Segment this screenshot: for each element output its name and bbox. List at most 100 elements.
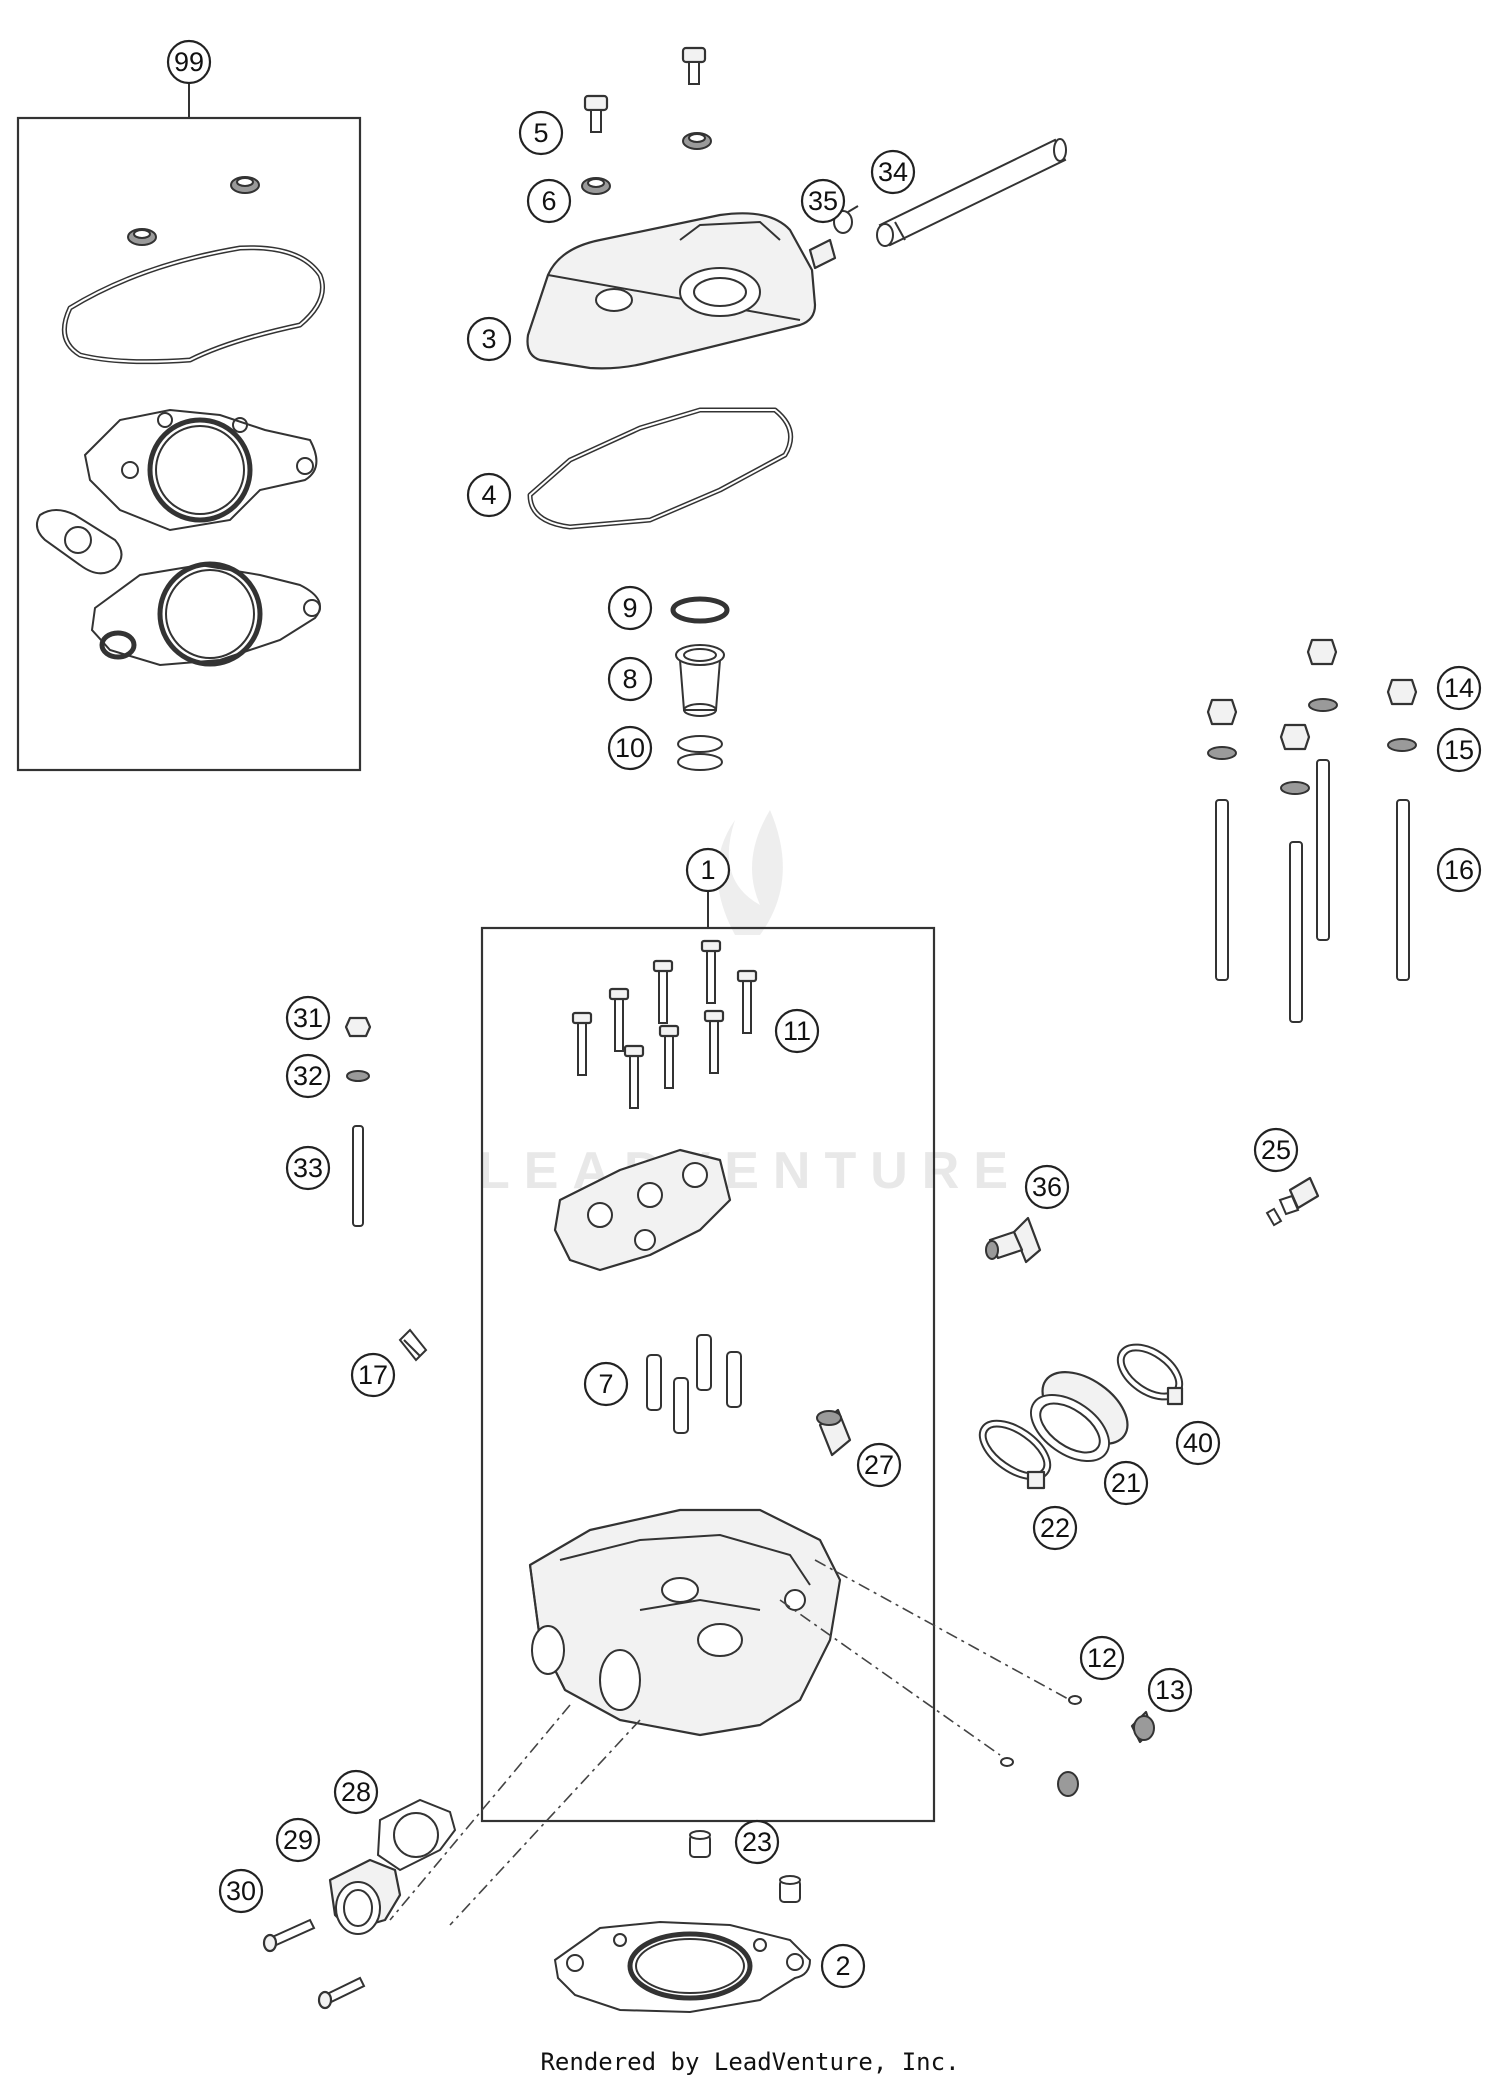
cylinder-head: [528, 1508, 842, 1737]
svg-text:1: 1: [700, 855, 715, 885]
callout-27: 27: [856, 1442, 902, 1488]
svg-text:32: 32: [293, 1061, 323, 1091]
spark-plug-o-rings: [677, 735, 723, 771]
svg-text:35: 35: [808, 186, 838, 216]
callout-14: 14: [1436, 665, 1482, 711]
stud-nut: [344, 1016, 372, 1038]
svg-text:28: 28: [341, 1777, 371, 1807]
callout-16: 16: [1436, 847, 1482, 893]
svg-text:9: 9: [622, 593, 637, 623]
spark-plug-seal: [670, 596, 730, 624]
svg-text:34: 34: [878, 157, 908, 187]
svg-text:3: 3: [481, 324, 496, 354]
svg-text:13: 13: [1155, 1675, 1185, 1705]
exhaust-flange-gasket: [376, 1798, 457, 1872]
exhaust-bolts: [262, 1918, 366, 2010]
head-studs: [1215, 759, 1410, 1023]
exhaust-stud: [352, 1125, 364, 1227]
svg-text:22: 22: [1040, 1513, 1070, 1543]
callout-8: 8: [607, 656, 653, 702]
svg-text:2: 2: [835, 1951, 850, 1981]
callout-21: 21: [1103, 1460, 1149, 1506]
callout-35: 35: [800, 178, 846, 224]
svg-text:11: 11: [783, 1016, 811, 1046]
intake-flange: [1029, 1371, 1129, 1463]
screw-plugs: [1000, 1695, 1155, 1797]
svg-text:40: 40: [1183, 1428, 1213, 1458]
cylinder-head-box: [480, 926, 936, 1823]
sensor-sleeve: [816, 1408, 852, 1457]
svg-text:99: 99: [174, 47, 204, 77]
svg-text:33: 33: [293, 1153, 323, 1183]
callout-10: 10: [607, 725, 653, 771]
spark-plug-shaft: [675, 644, 725, 717]
svg-text:6: 6: [541, 186, 556, 216]
callout-33: 33: [285, 1145, 331, 1191]
callout-9: 9: [607, 585, 653, 631]
svg-text:8: 8: [622, 664, 637, 694]
watermark-logo: LEADVENTURE: [478, 810, 1022, 1200]
svg-text:29: 29: [283, 1825, 313, 1855]
svg-text:30: 30: [226, 1876, 256, 1906]
callout-34: 34: [870, 149, 916, 195]
callout-12: 12: [1079, 1635, 1125, 1681]
callout-22: 22: [1032, 1505, 1078, 1551]
callout-4: 4: [466, 472, 512, 518]
callout-30: 30: [218, 1868, 264, 1914]
callout-36: 36: [1024, 1164, 1070, 1210]
svg-text:4: 4: [481, 480, 496, 510]
valve-cover: [526, 212, 837, 370]
svg-text:16: 16: [1444, 855, 1474, 885]
callout-99: 99: [166, 39, 212, 85]
breather-hose-clamp: [833, 205, 859, 234]
head-washers: [1207, 698, 1417, 795]
callout-1: 1: [685, 847, 731, 893]
callout-5: 5: [518, 110, 564, 156]
callout-17: 17: [350, 1352, 396, 1398]
dowel-pins: [689, 1830, 801, 1903]
svg-text:7: 7: [598, 1369, 613, 1399]
bleed-screw: [398, 1328, 428, 1362]
svg-text:12: 12: [1087, 1643, 1117, 1673]
svg-text:21: 21: [1111, 1468, 1141, 1498]
coolant-sensor: [1265, 1176, 1320, 1227]
callout-23: 23: [734, 1819, 780, 1865]
intake-clamp-40: [1116, 1343, 1184, 1406]
cover-bolt-seals: [581, 132, 712, 195]
callout-3: 3: [466, 316, 512, 362]
watermark-text: LEADVENTURE: [478, 1142, 1022, 1200]
svg-text:10: 10: [615, 733, 645, 763]
cylinder-head-gasket: [553, 1920, 812, 2014]
callout-40: 40: [1175, 1420, 1221, 1466]
callout-29: 29: [275, 1817, 321, 1863]
svg-text:14: 14: [1444, 673, 1474, 703]
footer-credit: Rendered by LeadVenture, Inc.: [540, 2048, 960, 2076]
camshaft-bearing-bridge: [553, 1148, 732, 1272]
valve-guides: [646, 1334, 742, 1434]
head-nuts: [1206, 638, 1418, 751]
valve-cover-gasket: [527, 407, 794, 530]
callout-15: 15: [1436, 727, 1482, 773]
svg-text:36: 36: [1032, 1172, 1062, 1202]
callout-31: 31: [285, 995, 331, 1041]
temperature-sensor: [985, 1216, 1042, 1264]
exhaust-flange: [328, 1858, 402, 1935]
kit-exhaust-gasket: [35, 509, 123, 575]
kit-base-gasket: [90, 561, 321, 667]
cover-bolts: [583, 46, 707, 133]
callout-25: 25: [1253, 1127, 1299, 1173]
intake-clamp-22: [978, 1419, 1052, 1490]
exhaust-dashed-lines: [389, 1704, 641, 1926]
kit-valve-seals: [127, 176, 260, 246]
svg-text:25: 25: [1261, 1135, 1291, 1165]
callout-7: 7: [583, 1361, 629, 1407]
callout-2: 2: [820, 1943, 866, 1989]
plugs-dashed-lines: [779, 1559, 1071, 1756]
kit-head-gasket: [83, 408, 318, 532]
svg-text:31: 31: [293, 1003, 323, 1033]
svg-text:5: 5: [533, 118, 548, 148]
callout-28: 28: [333, 1769, 379, 1815]
camshaft-bolts: [571, 939, 758, 1109]
callout-13: 13: [1147, 1667, 1193, 1713]
